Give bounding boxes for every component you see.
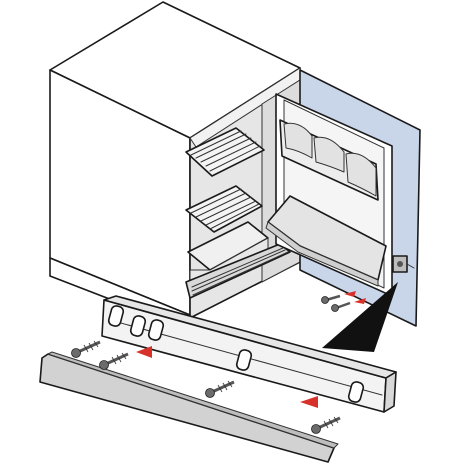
pocket-2: [313, 136, 345, 173]
screw-lower-right: [311, 416, 341, 434]
hinge-pin: [397, 261, 403, 267]
mounting-rail: [101, 295, 397, 413]
screw-lower-left: [99, 352, 129, 370]
rail-slots: [107, 305, 365, 403]
pocket-3: [345, 152, 377, 197]
rail-slot-3: [147, 319, 165, 341]
arrow-left: [136, 346, 152, 358]
arrow-right: [300, 396, 318, 408]
shelf-upper-wires: [190, 130, 261, 172]
door-arrow-1: [344, 291, 356, 297]
door: [265, 69, 421, 327]
callout-wedge: [322, 282, 398, 352]
screw-upper-left: [71, 340, 101, 358]
kick-plate: [39, 351, 339, 463]
hinge-arm: [406, 263, 415, 269]
kick-plate-face: [39, 353, 335, 463]
door-hinge: [392, 255, 415, 273]
door-shelf-lip: [265, 221, 379, 287]
door-arrow-2: [354, 298, 366, 304]
rail-slot-1: [107, 305, 125, 327]
grill-slats: [191, 247, 289, 296]
door-screw-upper: [321, 294, 341, 304]
rail-screws: [71, 340, 341, 434]
rail-slot-5: [347, 381, 365, 403]
shelf-lower: [185, 185, 263, 233]
kick-plate-edge: [47, 351, 339, 449]
vent-grill: [185, 243, 291, 299]
shelf-lower-wires: [190, 188, 260, 230]
rail-slot-4: [235, 349, 253, 371]
door-screw-lower: [331, 301, 351, 312]
screw-middle: [205, 380, 235, 398]
shelves: [185, 127, 269, 283]
shelf-upper: [185, 127, 265, 177]
rail-end: [383, 371, 397, 413]
door-rack-pockets: [283, 122, 377, 197]
door-fasteners: [321, 291, 366, 312]
rail-slot-2: [129, 315, 147, 337]
pocket-1: [283, 122, 313, 159]
cabinet: [49, 1, 301, 331]
